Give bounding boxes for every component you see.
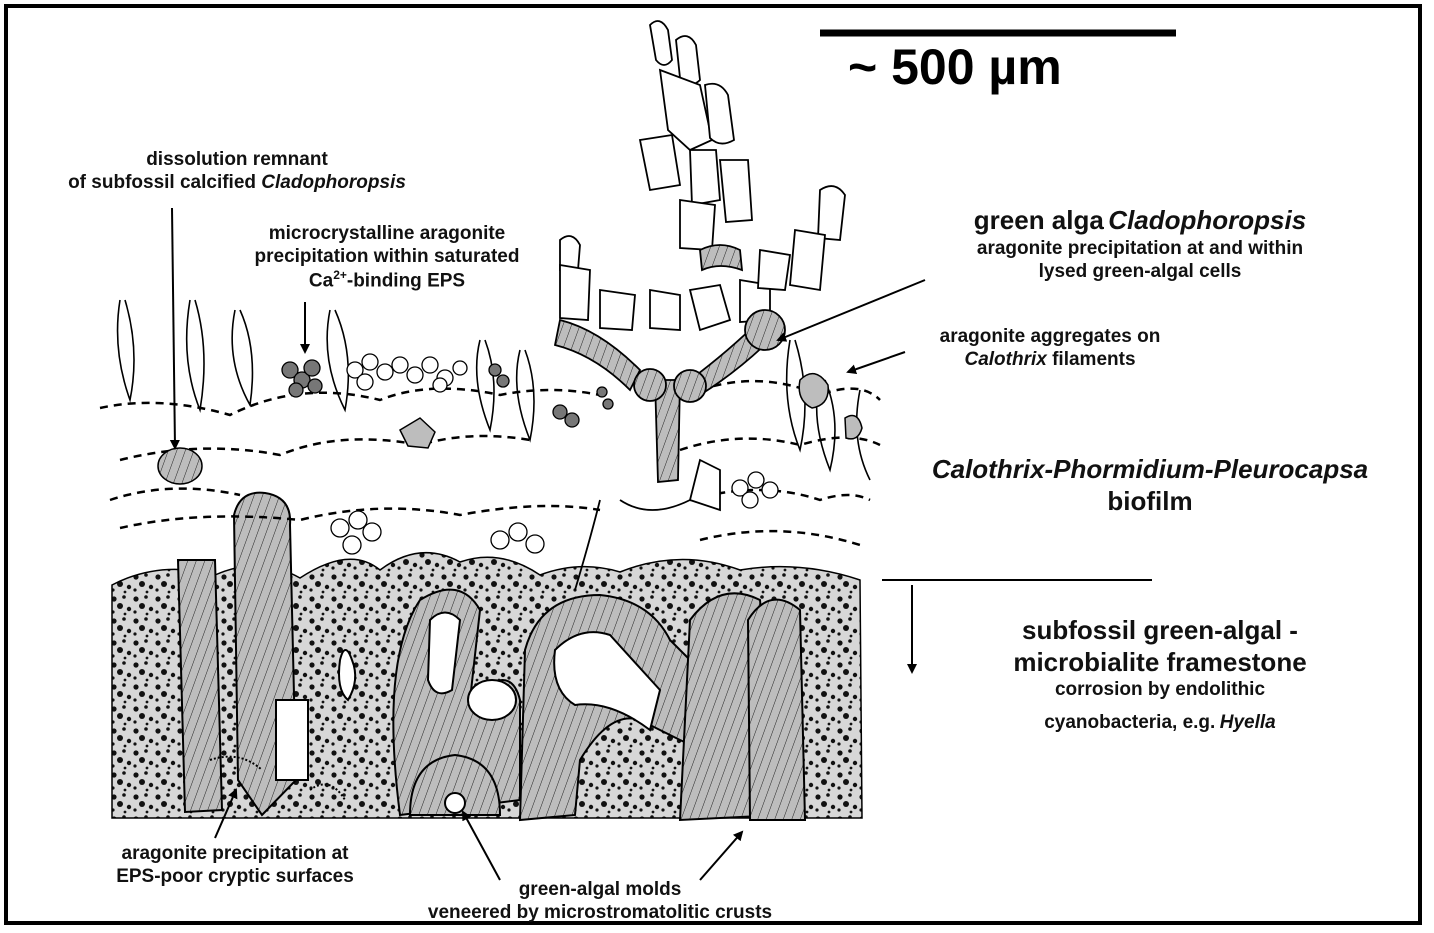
label-framestone: subfossil green-algal - microbialite fra…	[950, 615, 1370, 743]
scale-bar-label: ~ 500 µm	[848, 38, 1062, 96]
label-green-algal-molds: green-algal molds veneered by microstrom…	[360, 878, 840, 924]
label-microcrystalline-aragonite: microcrystalline aragonite precipitation…	[222, 222, 552, 293]
label-cryptic-surfaces: aragonite precipitation at EPS-poor cryp…	[70, 842, 400, 888]
label-dissolution-remnant: dissolution remnant of subfossil calcifi…	[18, 148, 456, 194]
label-green-alga: green alga Cladophoropsis aragonite prec…	[920, 205, 1360, 283]
label-aragonite-aggregates: aragonite aggregates on Calothrix filame…	[900, 325, 1200, 371]
biofilm-filaments	[100, 381, 880, 545]
label-biofilm: Calothrix-Phormidium-Pleurocapsa biofilm	[880, 454, 1420, 517]
cladophoropsis-thallus	[560, 21, 845, 590]
aragonite-aggregates	[158, 374, 862, 484]
